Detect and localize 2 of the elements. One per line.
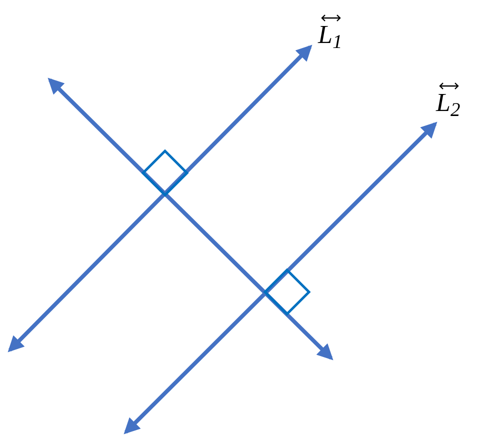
line-label: L$_{1}$ (318, 22, 342, 48)
line-label: L$_{2}$ (436, 90, 460, 116)
